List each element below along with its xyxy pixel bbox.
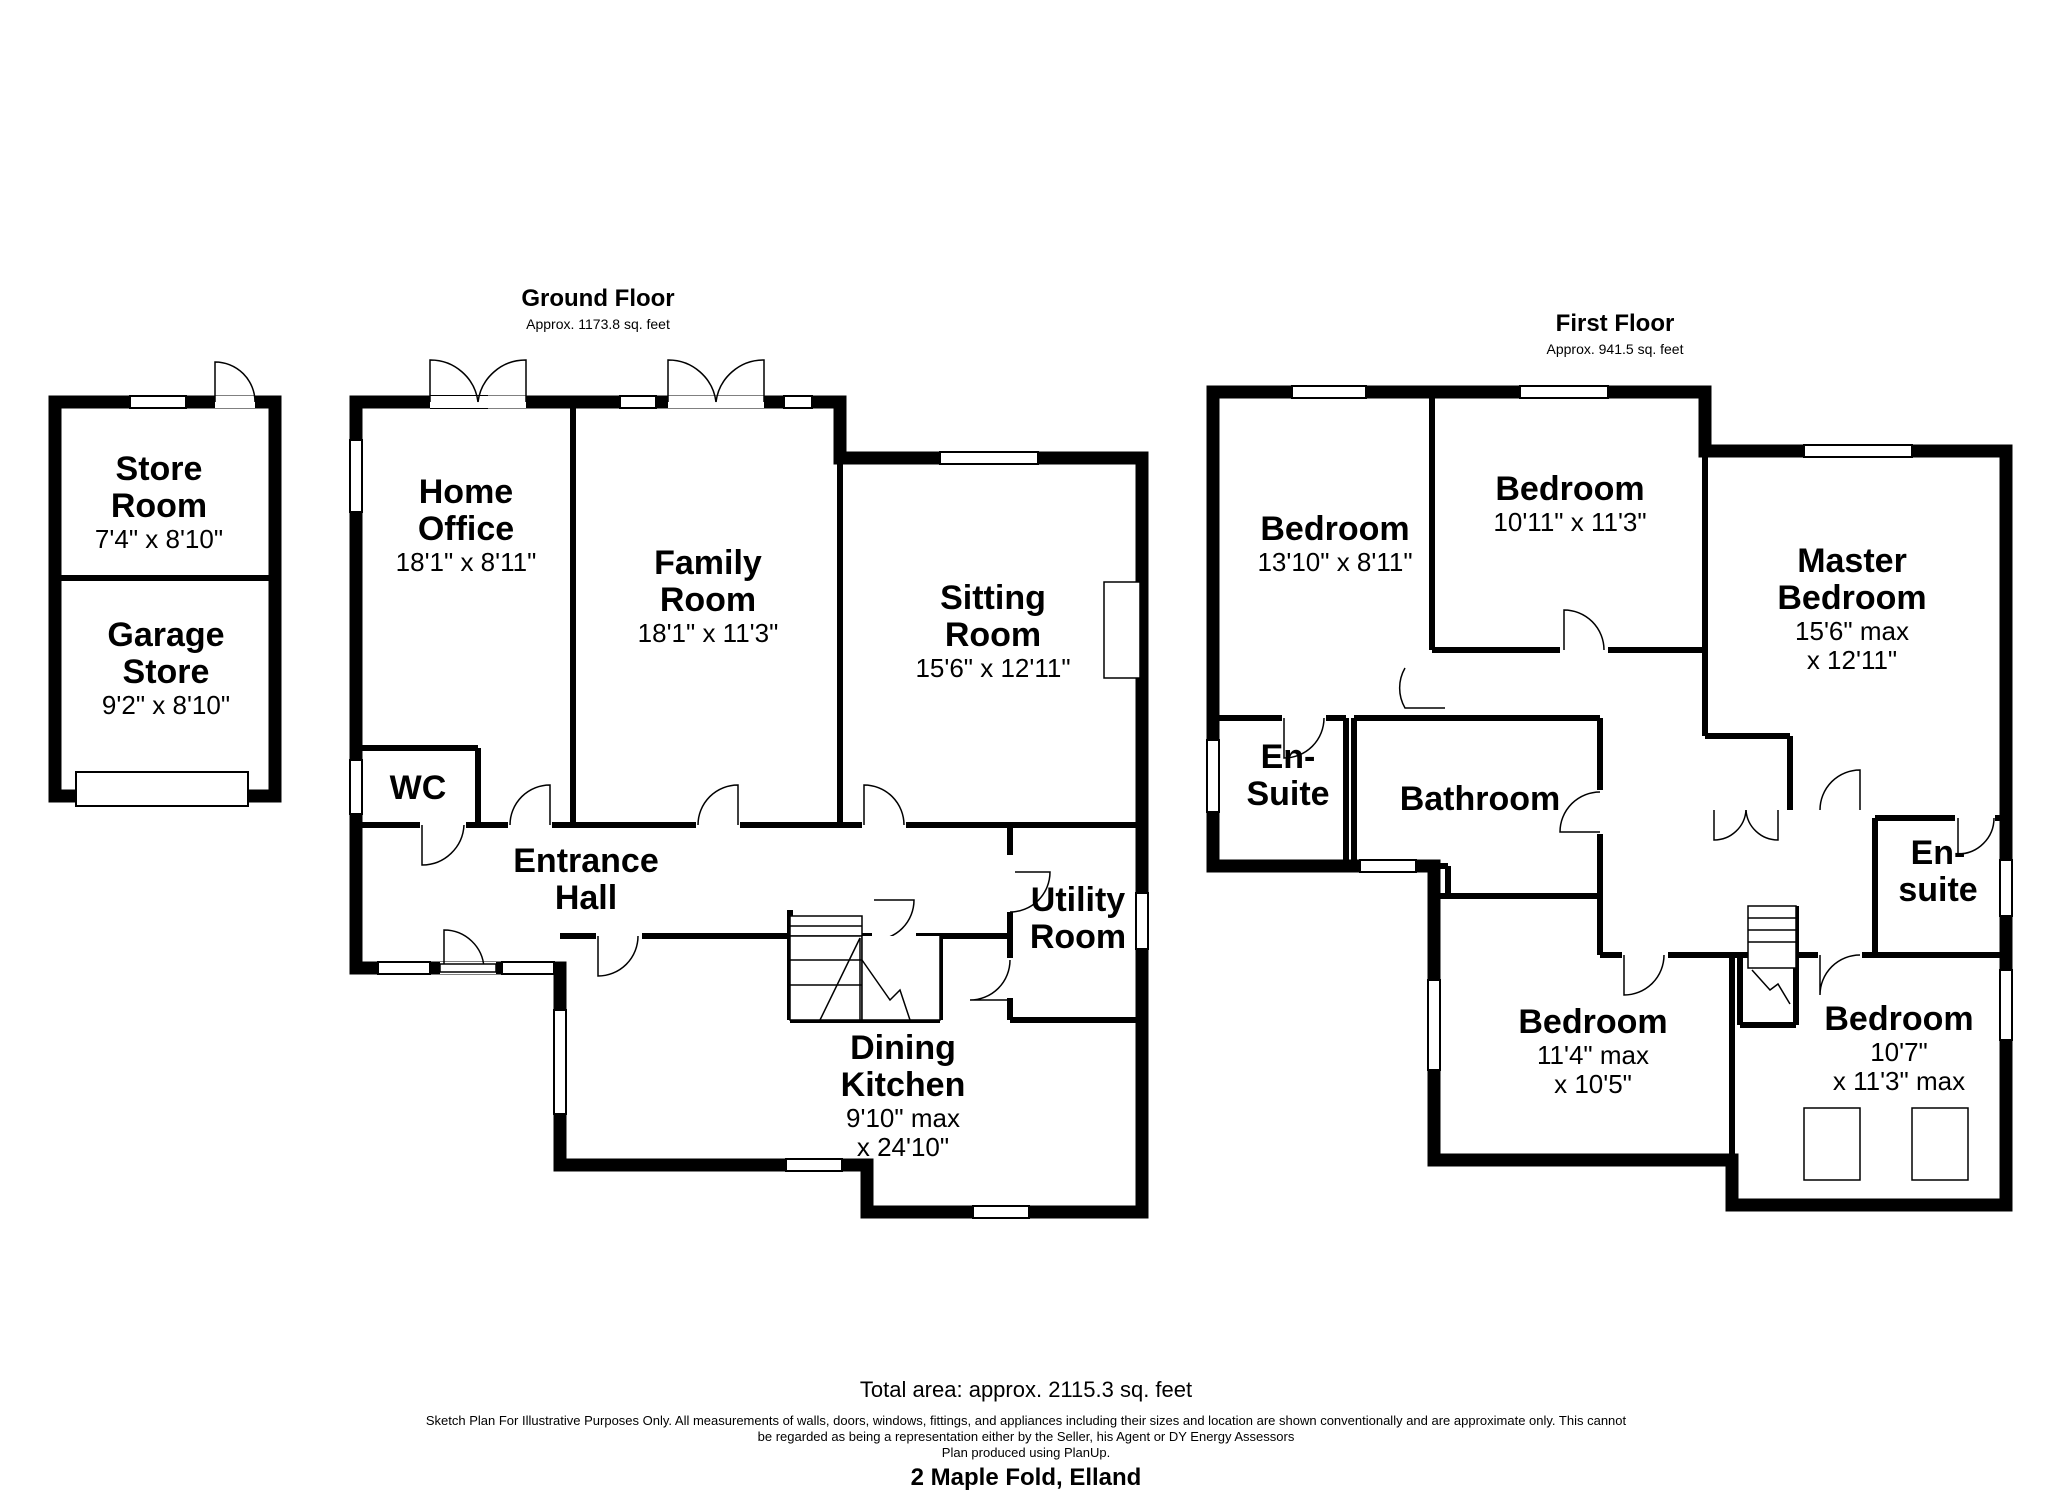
room-name: Store [122,653,210,691]
room-dims: 18'1" x 8'11" [395,547,537,577]
room-dims: x 10'5" [1554,1069,1632,1099]
first-floor-area: Approx. 941.5 sq. feet [1546,341,1684,357]
room-bedroom-lower: Bedroom 11'4" max x 10'5" [1518,1004,1667,1099]
room-bedroom-top: Bedroom 10'11" x 11'3" [1493,471,1646,537]
room-name: suite [1898,871,1978,909]
room-name: Office [417,510,515,548]
room-dims: x 11'3" max [1832,1066,1966,1096]
disclaimer-line-3: Plan produced using PlanUp. [941,1445,1111,1460]
room-bathroom: Bathroom [1400,781,1561,818]
room-name: Room [1029,918,1127,956]
room-name: Room [110,487,208,525]
property-address: 2 Maple Fold, Elland [910,1464,1142,1491]
room-name: Store [115,450,203,488]
room-family-room: Family Room 18'1" x 11'3" [638,545,779,648]
total-area: Total area: approx. 2115.3 sq. feet [859,1377,1193,1402]
room-garage-store: Garage Store 9'2" x 8'10" [102,617,230,720]
room-name: Suite [1246,775,1330,813]
room-name: Master [1797,542,1907,580]
fireplace [1103,581,1141,679]
room-name: En- [1260,738,1316,776]
room-name: Bedroom [1824,1000,1974,1038]
outer-walls [48,385,2013,1219]
stairs [789,905,1797,1021]
first-floor-title: First Floor [1555,310,1675,337]
ground-floor-title: Ground Floor [521,285,675,312]
room-name: Family [654,544,762,582]
room-en-suite-left: En- Suite [1246,739,1329,813]
room-name: Kitchen [840,1066,966,1104]
fittings [1103,581,1969,1181]
room-name: Bathroom [1399,780,1561,818]
room-home-office: Home Office 18'1" x 8'11" [396,474,537,577]
room-dims: 18'1" x 11'3" [637,618,779,648]
room-dims: 11'4" max [1536,1040,1649,1070]
room-name: Room [944,616,1042,654]
room-store-room: Store Room 7'4" x 8'10" [95,451,223,554]
room-dims: 15'6" max [1795,616,1909,646]
disclaimer-line-1: Sketch Plan For Illustrative Purposes On… [425,1413,1627,1428]
room-dims: 7'4" x 8'10" [94,524,224,554]
room-dims: 9'10" max [846,1103,960,1133]
room-utility-room: Utility Room [1030,882,1126,956]
room-bedroom-left: Bedroom 13'10" x 8'11" [1257,511,1412,577]
room-dining-kitchen: Dining Kitchen 9'10" max x 24'10" [841,1030,966,1162]
room-dims: x 24'10" [856,1132,950,1162]
skylight [1803,1107,1861,1181]
room-name: Bedroom [1260,510,1410,548]
room-name: Utility [1030,881,1126,919]
skylight [1911,1107,1969,1181]
room-name: Dining [850,1029,956,1067]
room-dims: x 12'11" [1806,645,1898,675]
room-name: Bedroom [1495,470,1645,508]
interior-walls [55,392,2006,1160]
room-dims: 15'6" x 12'11" [915,653,1071,683]
disclaimer-line-2: be regarded as being a representation ei… [757,1429,1295,1444]
room-name: Bedroom [1518,1003,1668,1041]
room-en-suite-right: En- suite [1898,835,1977,909]
room-name: Garage [107,616,225,654]
room-bedroom-right: Bedroom 10'7" x 11'3" max [1824,1001,1973,1096]
room-name: WC [389,769,447,807]
doors [214,359,1995,1001]
room-sitting-room: Sitting Room 15'6" x 12'11" [915,580,1070,683]
room-dims: 13'10" x 8'11" [1257,547,1413,577]
room-name: Sitting [940,579,1046,617]
room-name: Hall [554,879,618,917]
room-dims: 9'2" x 8'10" [101,690,231,720]
room-master-bedroom: Master Bedroom 15'6" max x 12'11" [1777,543,1926,675]
room-name: Entrance [513,842,659,880]
room-name: En- [1910,834,1966,872]
room-dims: 10'11" x 11'3" [1493,507,1647,537]
room-entrance-hall: Entrance Hall [513,843,659,917]
room-name: Room [659,581,757,619]
room-dims: 10'7" [1870,1037,1928,1067]
room-name: Home [418,473,514,511]
ground-floor-area: Approx. 1173.8 sq. feet [526,316,670,332]
room-wc: WC [390,770,447,807]
windows [75,385,2013,1219]
room-name: Bedroom [1777,579,1927,617]
